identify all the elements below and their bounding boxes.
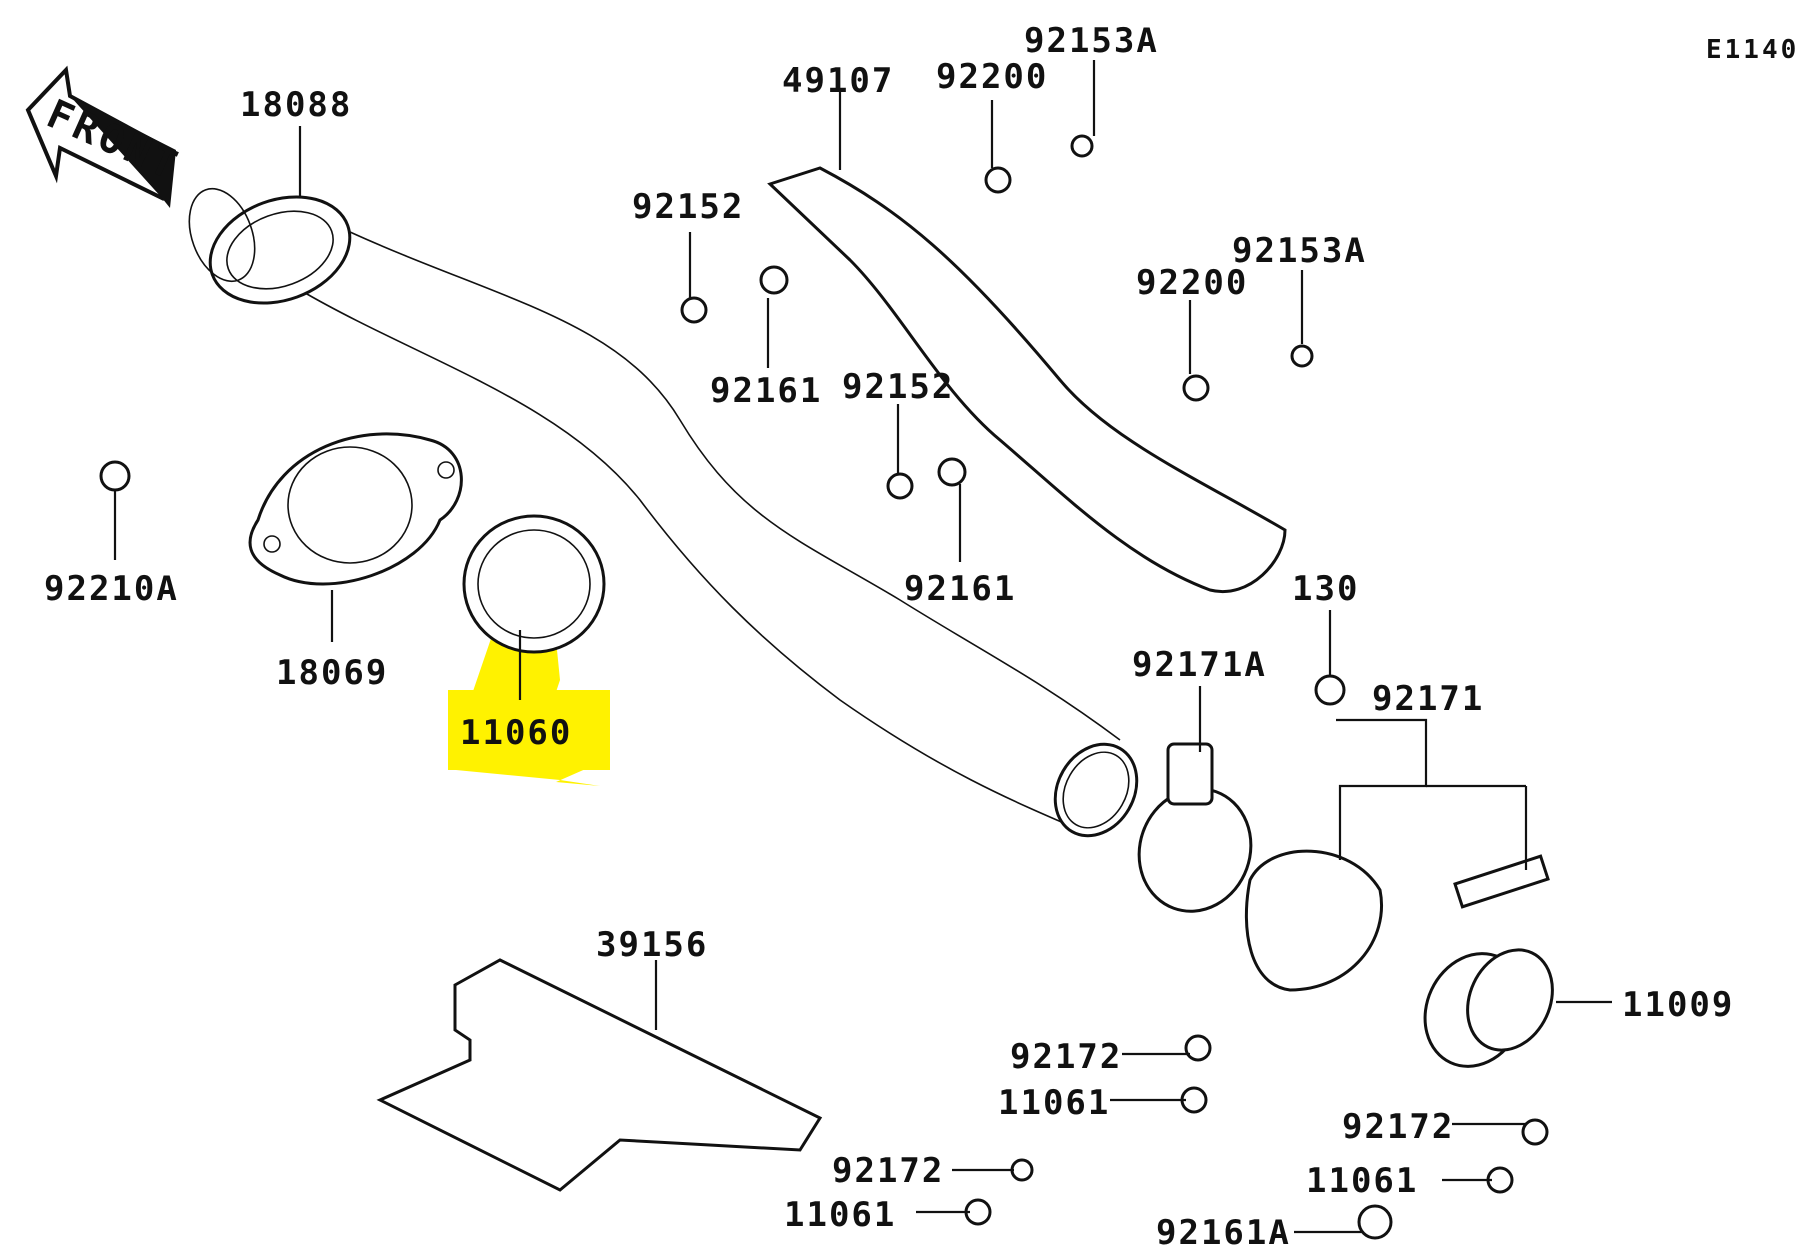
label-92200-a: 92200	[936, 57, 1048, 97]
label-39156: 39156	[596, 925, 708, 965]
label-11061-a: 11061	[998, 1083, 1110, 1123]
label-92172-a: 92172	[1010, 1037, 1122, 1077]
label-130: 130	[1292, 569, 1359, 609]
label-92161-b: 92161	[904, 569, 1016, 609]
label-92172-c: 92172	[832, 1151, 944, 1191]
hardware	[99, 134, 1549, 1240]
clamp-92171	[1244, 849, 1550, 992]
label-11060: 11060	[460, 713, 572, 753]
label-11061-b: 11061	[1306, 1161, 1418, 1201]
muffler-sleeve-11009	[1423, 948, 1554, 1068]
clamp-92171a	[1137, 742, 1253, 913]
label-92210a: 92210A	[44, 569, 179, 609]
part-labels: 18088 49107 92200 92153A 92152 92153A 92…	[44, 21, 1734, 1248]
label-92171a: 92171A	[1132, 645, 1267, 685]
label-92153a-a: 92153A	[1024, 21, 1159, 61]
heat-shield-49107	[767, 166, 1287, 593]
exhaust-pipe-body	[299, 231, 1139, 838]
flange-18069	[248, 432, 463, 586]
label-92200-b: 92200	[1136, 263, 1248, 303]
label-92171: 92171	[1372, 679, 1484, 719]
label-18069: 18069	[276, 653, 388, 693]
label-92152-a: 92152	[632, 187, 744, 227]
label-92152-b: 92152	[842, 367, 954, 407]
label-92161-a: 92161	[710, 371, 822, 411]
front-arrow: FRONT	[25, 65, 187, 208]
label-18088: 18088	[240, 85, 352, 125]
label-49107: 49107	[782, 61, 894, 101]
label-92161a: 92161A	[1156, 1213, 1291, 1248]
label-92172-b: 92172	[1342, 1107, 1454, 1147]
label-11061-c: 11061	[784, 1195, 896, 1235]
plate-39156	[376, 958, 823, 1192]
diagram-code: E1140	[1706, 35, 1799, 65]
gasket-11060	[462, 514, 606, 654]
leader-lines	[113, 60, 1612, 1234]
pipe-inlet-18088	[188, 187, 352, 305]
label-11009: 11009	[1622, 985, 1734, 1025]
label-92153a-b: 92153A	[1232, 231, 1367, 271]
highlight-11060-box	[448, 690, 610, 770]
